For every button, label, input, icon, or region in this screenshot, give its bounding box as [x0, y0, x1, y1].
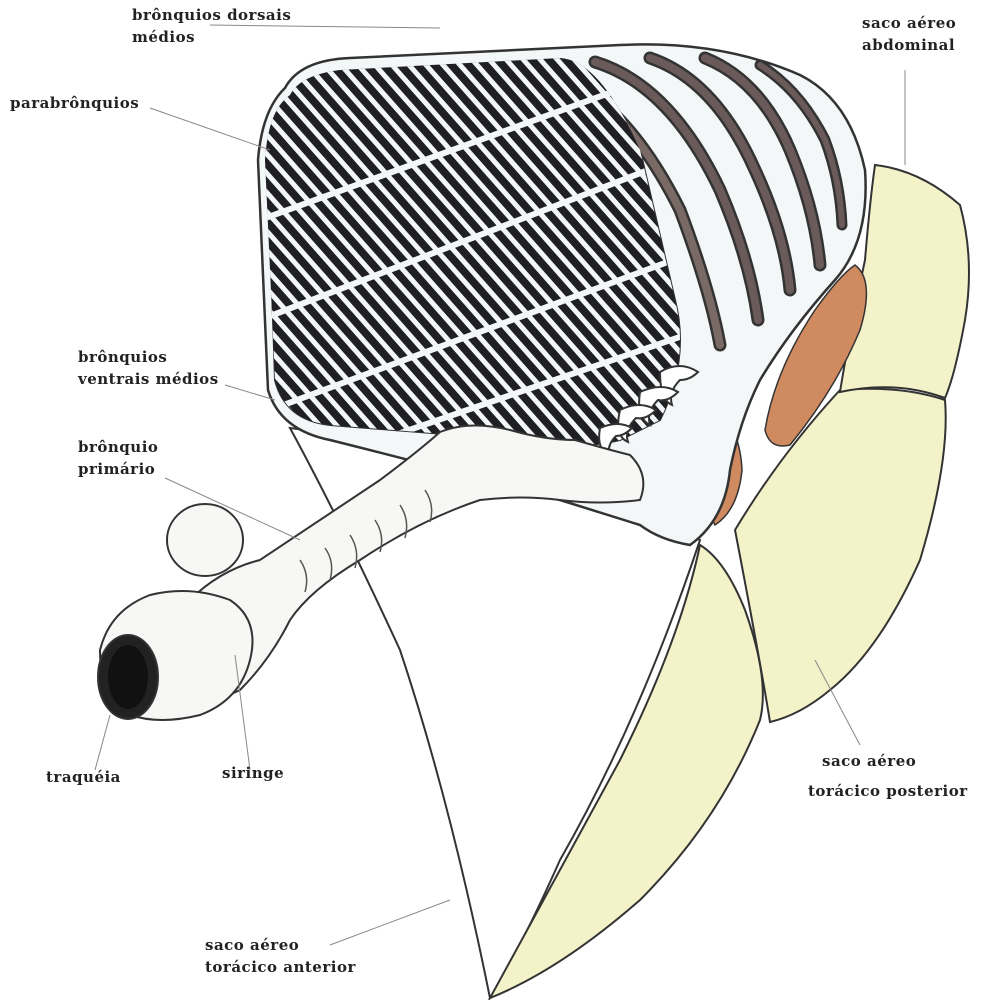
label-parabronchi: parabrônquios [10, 92, 139, 114]
label-posterior-thoracic-air-sac: saco aéreo torácico posterior [808, 750, 968, 802]
label-abdominal-air-sac-line2: abdominal [862, 34, 956, 56]
label-dorsal-bronchi-line2: médios [132, 26, 291, 48]
label-posterior-thoracic-air-sac-line1: saco aéreo [808, 750, 968, 772]
label-ventral-bronchi-line2: ventrais médios [78, 368, 219, 390]
label-primary-bronchus: brônquio primário [78, 436, 158, 480]
label-primary-bronchus-line1: brônquio [78, 436, 158, 458]
label-ventral-bronchi: brônquios ventrais médios [78, 346, 219, 390]
label-parabronchi-line1: parabrônquios [10, 92, 139, 114]
label-dorsal-bronchi-line1: brônquios dorsais [132, 4, 291, 26]
label-syrinx: siringe [222, 762, 284, 784]
label-syrinx-line1: siringe [222, 762, 284, 784]
label-trachea: traquéia [46, 766, 121, 788]
trachea-lumen [108, 645, 148, 709]
label-dorsal-bronchi: brônquios dorsais médios [132, 4, 291, 48]
label-abdominal-air-sac: saco aéreo abdominal [862, 12, 956, 56]
label-anterior-thoracic-air-sac: saco aéreo torácico anterior [205, 934, 356, 978]
label-anterior-thoracic-air-sac-line2: torácico anterior [205, 956, 356, 978]
label-primary-bronchus-line2: primário [78, 458, 158, 480]
label-anterior-thoracic-air-sac-line1: saco aéreo [205, 934, 356, 956]
label-trachea-line1: traquéia [46, 766, 121, 788]
label-ventral-bronchi-line1: brônquios [78, 346, 219, 368]
label-abdominal-air-sac-line1: saco aéreo [862, 12, 956, 34]
posterior-thoracic-air-sac-upper [735, 389, 946, 722]
label-posterior-thoracic-air-sac-line2: torácico posterior [808, 780, 968, 802]
syrinx-bulb [167, 504, 243, 576]
